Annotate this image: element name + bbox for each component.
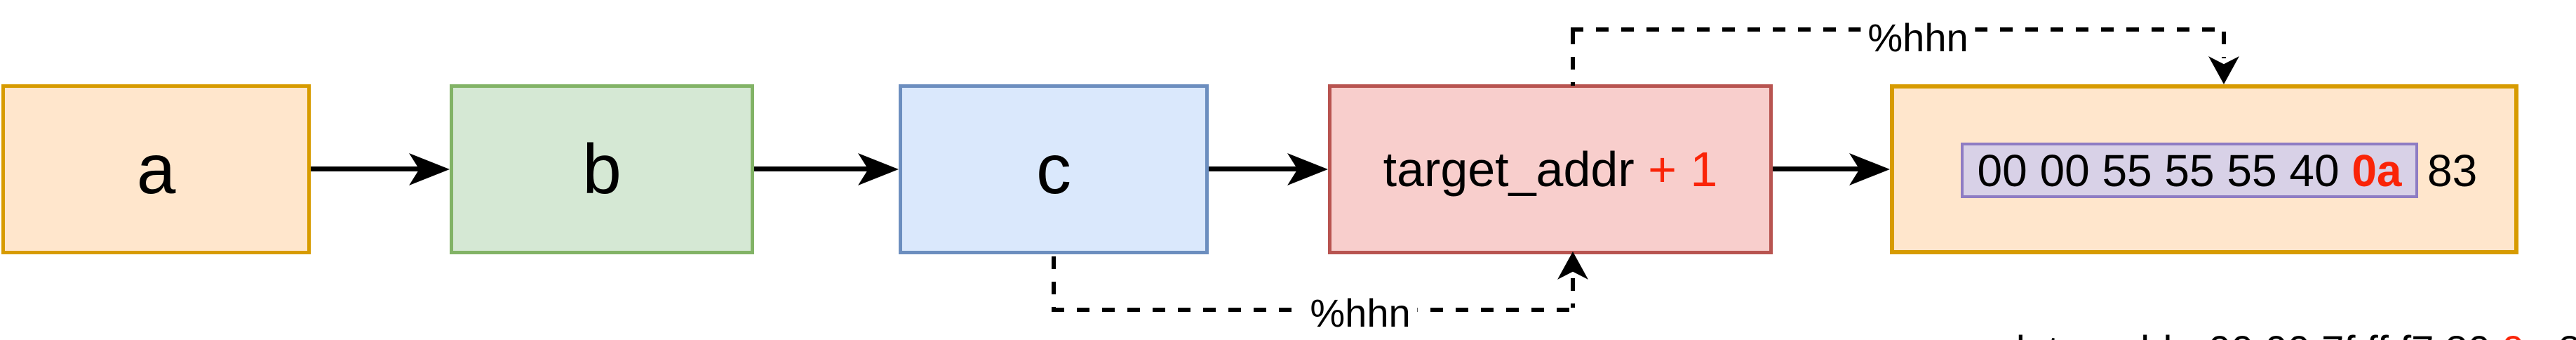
arrowhead-up-icon	[1557, 251, 1588, 280]
byte-sequence: 00 00 55 55 55 40	[1977, 145, 2352, 196]
dashed-line-data-down	[2222, 32, 2226, 58]
data-addr-caption-suffix: 83	[2547, 328, 2576, 340]
arrow-target-to-data	[1773, 166, 1860, 171]
box-b-label: b	[582, 130, 622, 209]
arrow-c-to-target	[1209, 166, 1299, 171]
box-target-addr: target_addr + 1	[1328, 84, 1773, 254]
format-specifier-bottom: %hhn	[1303, 292, 1418, 335]
box-c-label: c	[1036, 130, 1071, 209]
data-addr-caption-prefix: data_addr: 00 00 7f ff f7 80	[2002, 328, 2502, 340]
dashed-line-target-top	[1571, 32, 1575, 86]
target-addr-label: target_addr	[1383, 142, 1649, 197]
target-addr-increment: + 1	[1648, 142, 1718, 197]
byte-outside-box: 83	[2427, 145, 2478, 196]
byte-sequence-box: 00 00 55 55 55 40 0a	[1961, 143, 2418, 198]
format-specifier-top: %hhn	[1860, 16, 1975, 60]
box-a: a	[1, 84, 311, 254]
arrowhead-down-icon	[2208, 56, 2239, 84]
data-addr-caption: data_addr: 00 00 7f ff f7 80 0a 83	[1957, 284, 2576, 340]
byte-highlighted: 0a	[2352, 145, 2402, 196]
dashed-line-c-down	[1052, 256, 1056, 310]
arrow-b-to-c	[754, 166, 869, 171]
dashed-line-target-up	[1571, 278, 1575, 308]
box-b: b	[450, 84, 754, 254]
box-c: c	[899, 84, 1209, 254]
box-a-label: a	[136, 130, 176, 209]
box-data-addr: 00 00 55 55 55 40 0a 83	[1890, 84, 2518, 254]
data-addr-caption-highlight: 0a	[2502, 328, 2547, 340]
arrow-a-to-b	[311, 166, 420, 171]
